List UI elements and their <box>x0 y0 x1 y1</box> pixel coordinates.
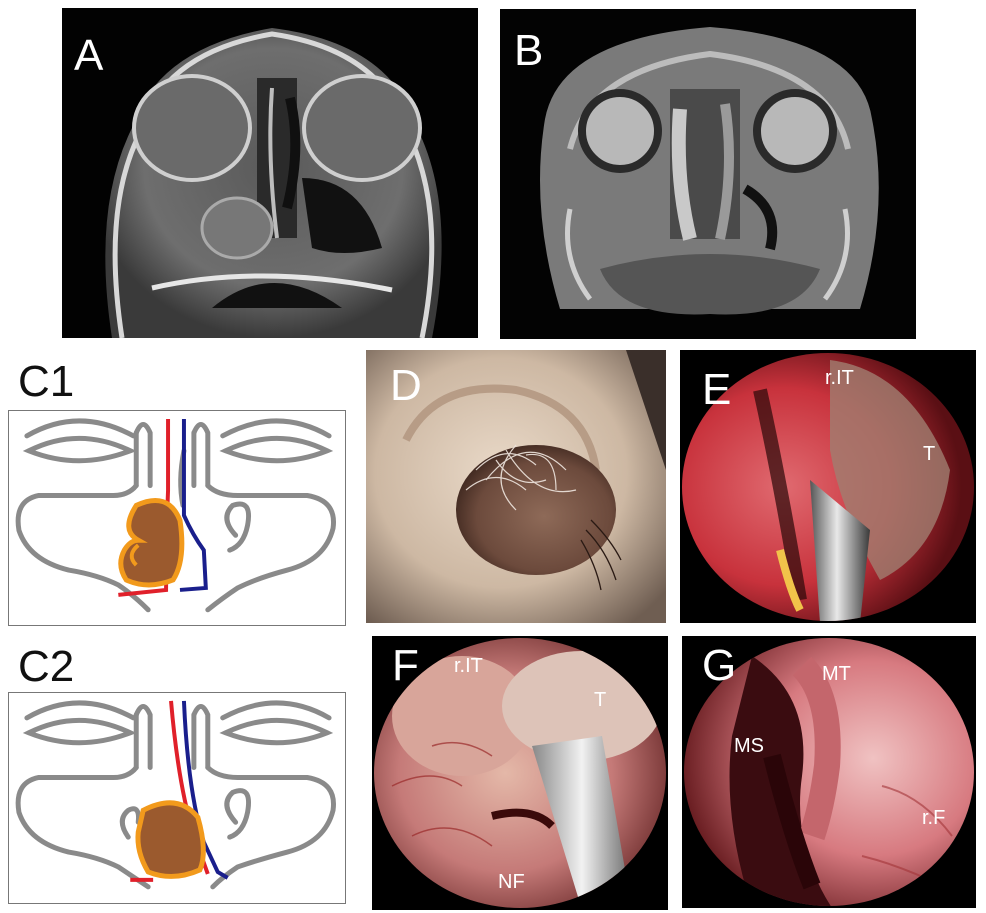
panel-a-ct-image: A <box>62 8 478 338</box>
panel-label-f: F <box>392 641 419 690</box>
c1-schematic <box>15 418 337 613</box>
ct-scan-drawing <box>62 8 478 338</box>
panel-label-c1: C1 <box>18 357 75 406</box>
panel-d-clinical-photo: D <box>366 350 666 623</box>
panel-label-g: G <box>702 641 737 690</box>
annotation-f-nf: NF <box>498 871 525 893</box>
endoscopy-g-drawing <box>684 638 974 906</box>
annotation-g-rf: r.F <box>922 807 946 829</box>
annotation-f-rit: r.IT <box>454 655 483 677</box>
annotation-g-ms: MS <box>734 735 764 757</box>
nostril-photo-drawing <box>366 350 666 623</box>
mri-scan-drawing <box>500 9 916 339</box>
panel-b-mri-image: B <box>500 9 916 339</box>
panel-label-b: B <box>514 26 544 75</box>
panel-label-a: A <box>74 31 104 80</box>
panel-e-endoscopy: E r.IT T <box>680 350 976 623</box>
panel-label-e: E <box>702 365 732 414</box>
panel-c1-diagram <box>8 410 346 626</box>
panel-label-d: D <box>390 361 422 410</box>
endoscopy-e-drawing <box>682 353 974 621</box>
c2-schematic <box>15 700 336 890</box>
panel-c2-diagram <box>8 692 346 904</box>
panel-g-endoscopy: G MT MS r.F <box>682 636 976 908</box>
annotation-g-mt: MT <box>822 663 851 685</box>
annotation-e-t: T <box>923 443 936 465</box>
annotation-e-rit: r.IT <box>825 367 854 389</box>
endoscopy-f-drawing <box>374 638 666 908</box>
panel-label-c2: C2 <box>18 642 75 691</box>
annotation-f-t: T <box>594 689 607 711</box>
panel-f-endoscopy: F r.IT T NF <box>372 636 668 910</box>
